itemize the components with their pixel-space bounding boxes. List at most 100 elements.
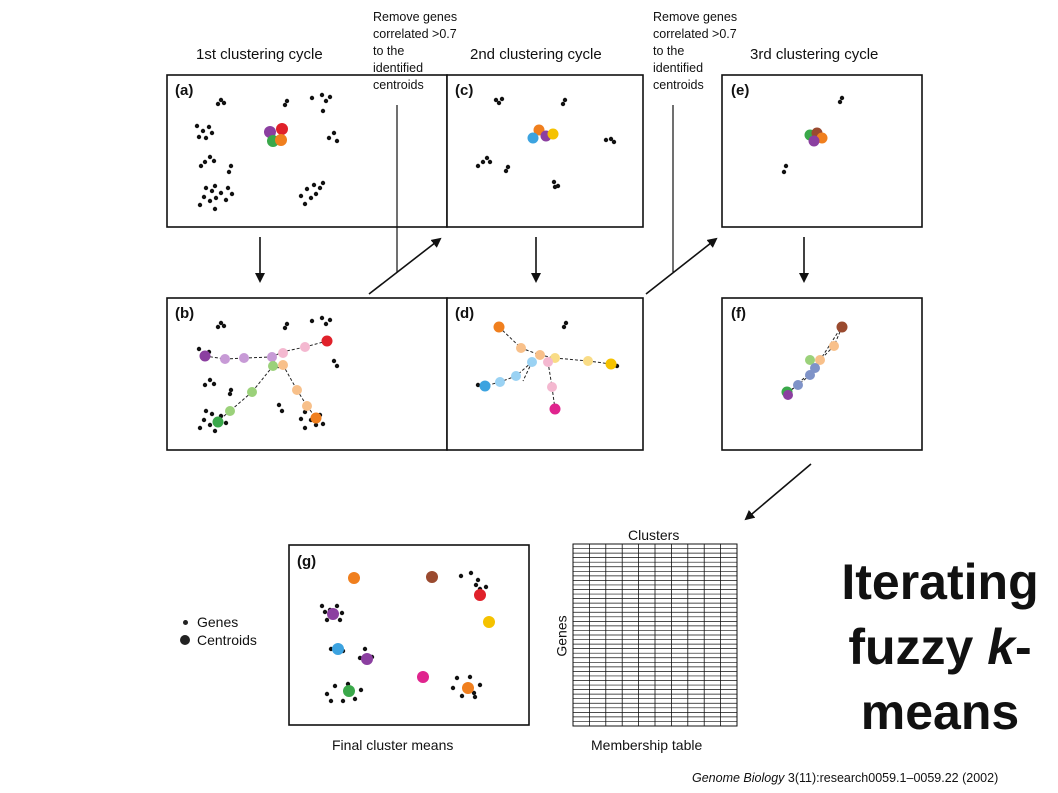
centroid-g-red-51 (474, 589, 486, 601)
gene-dot-b-4 (282, 325, 288, 331)
gene-dot-a-0 (218, 97, 224, 103)
gene-dot-a-38 (311, 182, 317, 188)
panel-c-frame (446, 74, 644, 228)
centroid-c-yellow-21 (547, 128, 559, 140)
note-1-line-5: centroids (373, 78, 424, 92)
note-2-line-3: to the (653, 44, 685, 58)
gene-dot-a-10 (194, 123, 200, 129)
gene-dot-b-5 (309, 318, 315, 324)
gene-dot-c-4 (560, 101, 566, 107)
gene-dot-a-6 (319, 92, 325, 98)
page-title: Iterating fuzzy k- means (815, 550, 1058, 745)
gene-dot-a-19 (202, 159, 208, 165)
panel-b-label: (b) (175, 305, 194, 322)
gene-dot-c-13 (503, 168, 509, 174)
gene-dot-b-27 (276, 402, 282, 408)
citation-details: 3(11):research0059.1–0059.22 (2002) (784, 771, 999, 785)
gene-dot-a-4 (282, 102, 288, 108)
gene-dot-c-2 (499, 96, 505, 102)
gene-dot-a-11 (200, 128, 206, 134)
gene-dot-c-16 (552, 184, 558, 190)
note-1-line-3: to the (373, 44, 405, 58)
gene-dot-a-24 (226, 169, 232, 175)
gene-dot-c-11 (475, 163, 481, 169)
gene-dot-a-17 (331, 130, 337, 136)
centroid-d-blue-32 (479, 380, 491, 392)
centroid-f-brown-40 (836, 321, 848, 333)
centroid-b-peach-16 (292, 385, 302, 395)
gene-dot-b-26 (212, 428, 218, 434)
note-1-line-2: correlated >0.7 (373, 27, 457, 41)
gene-dot-a-39 (317, 185, 323, 191)
gene-dot-b-2 (221, 323, 227, 329)
gene-dot-e-3 (781, 169, 787, 175)
gene-dot-b-1 (215, 324, 221, 330)
gene-dot-icon (183, 619, 188, 625)
title-line-3: means (860, 684, 1020, 740)
gene-dot-a-5 (309, 95, 315, 101)
centroid-d-yellow-28 (605, 358, 617, 370)
gene-dot-g-20 (340, 698, 346, 704)
centroid-b-lightgreen-11 (268, 361, 278, 371)
note-1-line-4: identified (373, 61, 424, 75)
note-2-line-1: Remove genes (653, 10, 738, 24)
clusters-label: Clusters (628, 527, 680, 543)
gene-dot-g-1 (468, 570, 474, 576)
gene-dot-b-24 (223, 420, 229, 426)
centroid-g-pink-56 (417, 671, 429, 683)
gene-dot-g-28 (472, 694, 478, 700)
centroid-a-red-1 (276, 123, 288, 135)
gene-dot-b-35 (298, 416, 304, 422)
panel-e-frame (721, 74, 923, 228)
gene-dot-b-15 (207, 377, 213, 383)
centroid-d-lightyellow-27 (583, 356, 593, 366)
centroid-b-lilac-5 (220, 354, 230, 364)
gene-dot-g-16 (332, 683, 338, 689)
gene-dot-a-8 (327, 94, 333, 100)
first-cycle-title: 1st clustering cycle (196, 46, 323, 63)
genes-axis-label: Genes (553, 615, 570, 657)
gene-dot-b-28 (279, 408, 285, 414)
centroid-g-green-57 (343, 685, 355, 697)
title-line-2: fuzzy k- (815, 615, 1058, 680)
centroid-g-orange-58 (462, 682, 474, 694)
legend-genes-label: Genes (197, 614, 239, 630)
citation: Genome Biology 3(11):research0059.1–0059… (692, 771, 998, 785)
panel-f-label: (f) (731, 305, 746, 322)
centroid-f-purple-48 (783, 390, 793, 400)
gene-dot-e-0 (839, 95, 845, 101)
gene-dot-g-13 (328, 646, 334, 652)
gene-dot-d-2 (475, 382, 481, 388)
centroid-b-red-10 (321, 335, 333, 347)
centroid-b-lightpink-8 (278, 348, 288, 358)
second-cycle-title: 2nd clustering cycle (470, 46, 602, 63)
gene-dot-c-0 (493, 97, 499, 103)
gene-dot-c-12 (505, 164, 511, 170)
gene-dot-a-15 (203, 135, 209, 141)
gene-dot-a-35 (197, 202, 203, 208)
gene-dot-a-21 (211, 158, 217, 164)
dashed-link-18 (587, 360, 612, 365)
gene-dot-g-18 (358, 687, 364, 693)
centroid-d-orange-23 (493, 321, 505, 333)
legend-centroids-label: Centroids (197, 632, 257, 648)
gene-dot-b-16 (211, 381, 217, 387)
gene-dot-g-2 (475, 577, 481, 583)
gene-dot-g-30 (362, 646, 368, 652)
gene-dot-a-20 (207, 154, 213, 160)
centroid-b-lightgreen-12 (247, 387, 257, 397)
gene-dot-a-41 (308, 195, 314, 201)
gene-dot-b-13 (334, 363, 340, 369)
centroid-b-peach-15 (278, 360, 288, 370)
centroid-dot-icon (180, 635, 190, 645)
gene-dot-g-21 (328, 698, 334, 704)
centroid-g-purple-53 (327, 608, 339, 620)
panel-a-frame (166, 74, 448, 228)
note-2-line-5: centroids (653, 78, 704, 92)
legend-centroids: Centroids (180, 632, 257, 648)
arrow-f-to-table (744, 463, 812, 521)
dashed-link-24 (551, 386, 556, 410)
gene-dot-a-32 (213, 195, 219, 201)
gene-dot-a-40 (313, 191, 319, 197)
centroid-g-purple-55 (361, 653, 373, 665)
